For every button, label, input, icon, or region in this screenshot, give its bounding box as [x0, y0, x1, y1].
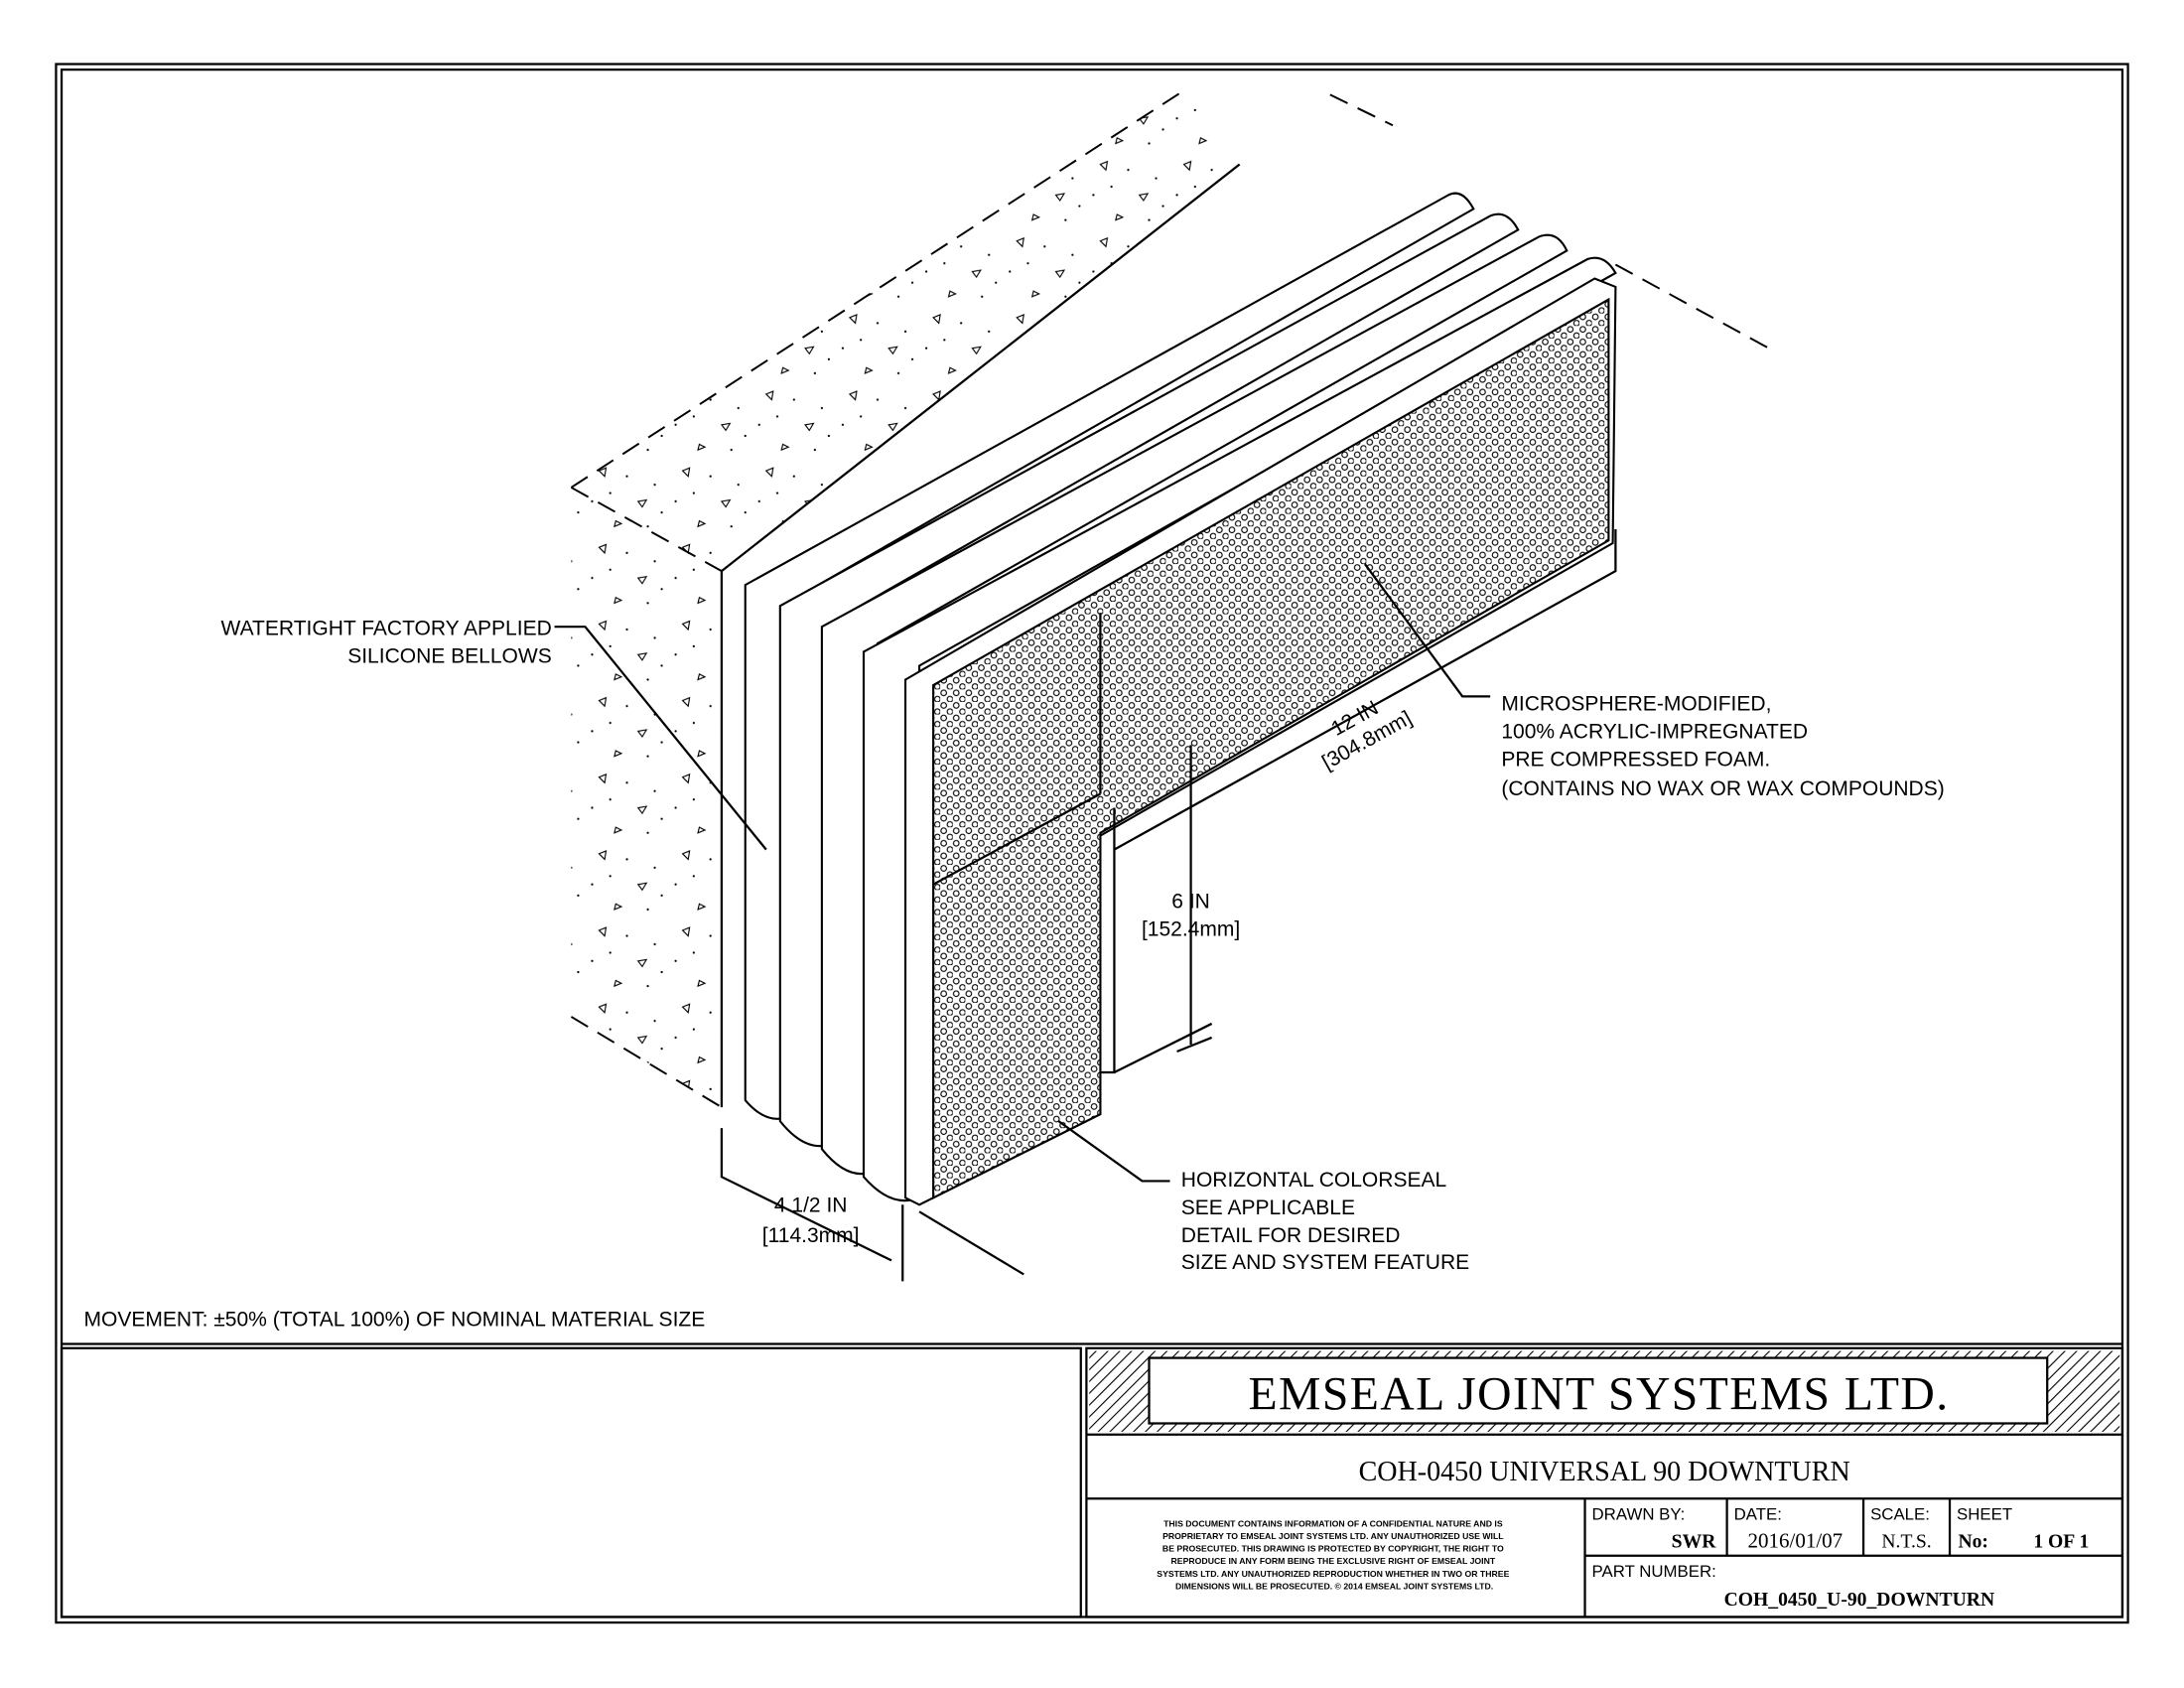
concrete-substrate: [570, 89, 1394, 1108]
outer-border: [55, 63, 2129, 1624]
date-value: 2016/01/07: [1747, 1528, 1843, 1552]
sheet-label: SHEET: [1957, 1504, 2012, 1523]
company-name: EMSEAL JOINT SYSTEMS LTD.: [1249, 1368, 1950, 1420]
callout-foam: MICROSPHERE-MODIFIED,100% ACRYLIC-IMPREG…: [1501, 692, 1944, 800]
disclaimer: THIS DOCUMENT CONTAINS INFORMATION OF A …: [1157, 1518, 1512, 1591]
part-number-label: PART NUMBER:: [1592, 1562, 1716, 1581]
scale-value: N.T.S.: [1881, 1531, 1931, 1552]
movement-note: MOVEMENT: ±50% (TOTAL 100%) OF NOMINAL M…: [83, 1308, 705, 1331]
part-number-value: COH_0450_U-90_DOWNTURN: [1724, 1590, 1995, 1611]
title-block: [60, 1342, 2124, 1618]
drawn-by-label: DRAWN BY:: [1592, 1504, 1686, 1523]
acrylic-foam: [903, 277, 1617, 1206]
sheet-value: 1 OF 1: [2033, 1531, 2089, 1552]
dim-width: 4 1/2 IN[114.3mm]: [762, 1194, 860, 1247]
drawing-title: COH-0450 UNIVERSAL 90 DOWNTURN: [1359, 1457, 1850, 1487]
dimension-lines: [720, 263, 1770, 1282]
dim-height: 6 IN[152.4mm]: [1142, 891, 1240, 941]
scale-label: SCALE:: [1870, 1504, 1930, 1523]
sheet-no-label: No:: [1958, 1531, 1988, 1552]
drawn-by-value: SWR: [1672, 1531, 1717, 1552]
date-label: DATE:: [1734, 1504, 1782, 1523]
